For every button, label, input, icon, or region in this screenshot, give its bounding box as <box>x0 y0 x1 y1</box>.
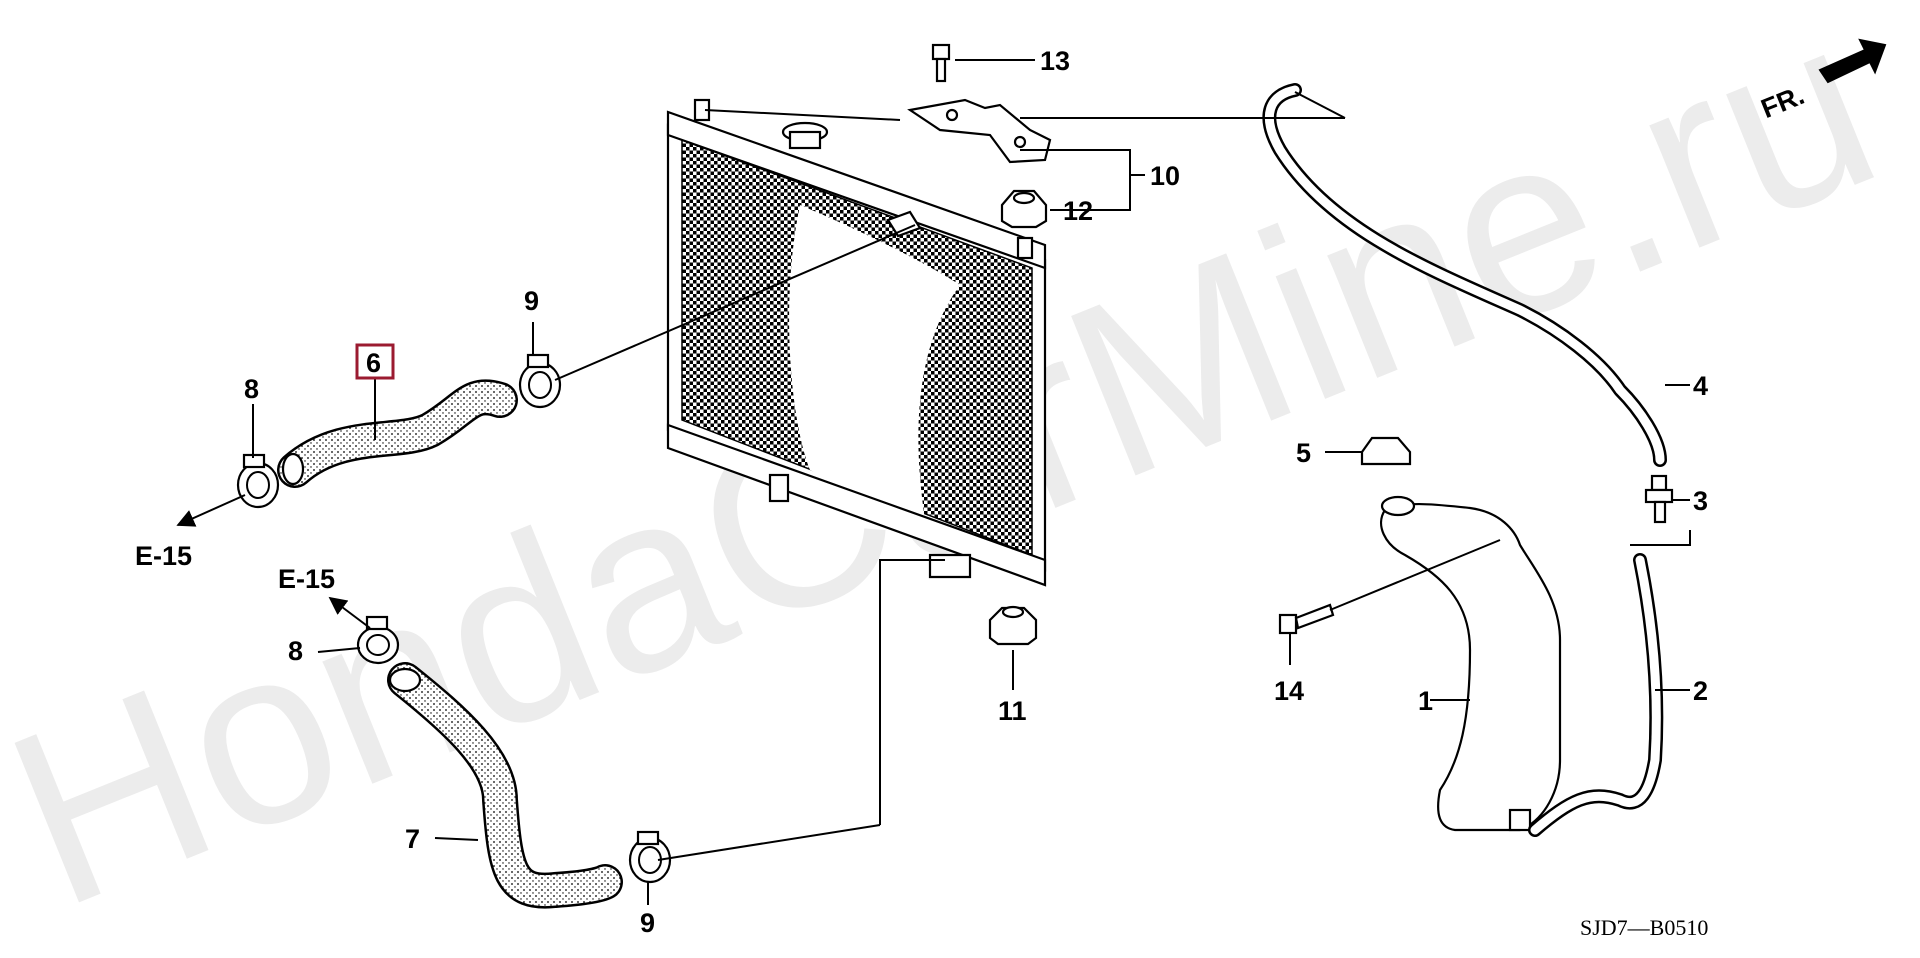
reference-e15-lower[interactable]: E-15 <box>278 564 335 594</box>
callout-10[interactable]: 10 <box>1150 161 1180 191</box>
upper-radiator-hose[interactable] <box>277 379 518 488</box>
cushion-12[interactable] <box>1000 189 1048 229</box>
diagram-code: SJD7—B0510 <box>1580 915 1708 940</box>
callout-11[interactable]: 11 <box>998 696 1027 726</box>
callout-4[interactable]: 4 <box>1693 371 1708 401</box>
lower-radiator-hose[interactable] <box>387 662 623 909</box>
radiator-bracket[interactable] <box>907 98 1052 164</box>
reserve-tank-cap[interactable] <box>1360 436 1412 466</box>
callout-1[interactable]: 1 <box>1418 686 1433 716</box>
reference-e15-upper[interactable]: E-15 <box>135 541 192 571</box>
callout-9-upper[interactable]: 9 <box>524 286 539 316</box>
hose-clamp-8-lower[interactable] <box>356 615 400 665</box>
callout-6[interactable]: 6 <box>366 348 381 378</box>
callout-6-highlight <box>355 343 395 380</box>
callout-8-upper[interactable]: 8 <box>244 374 259 404</box>
callout-12[interactable]: 12 <box>1063 196 1093 226</box>
callouts: 1 2 3 4 5 6 7 8 8 9 9 10 11 12 13 14 <box>244 46 1708 938</box>
overflow-tube-4[interactable] <box>1262 83 1667 467</box>
radiator[interactable] <box>666 98 1047 587</box>
reserve-tank[interactable] <box>1379 495 1562 832</box>
callout-7[interactable]: 7 <box>405 824 420 854</box>
bolt-14[interactable] <box>1278 603 1335 635</box>
callout-8-lower[interactable]: 8 <box>288 636 303 666</box>
hose-clamp-9-lower[interactable] <box>628 830 672 884</box>
callout-13[interactable]: 13 <box>1040 46 1070 76</box>
overflow-tube-2[interactable] <box>1528 553 1664 837</box>
hose-clamp-9-upper[interactable] <box>518 353 562 409</box>
callout-2[interactable]: 2 <box>1693 676 1708 706</box>
connector-3[interactable] <box>1644 474 1674 524</box>
callout-5[interactable]: 5 <box>1296 438 1311 468</box>
leader-lines <box>176 59 1691 905</box>
hose-clamp-8-upper[interactable] <box>236 453 280 509</box>
callout-14[interactable]: 14 <box>1274 676 1304 706</box>
cushion-11[interactable] <box>988 605 1038 646</box>
bolt-13[interactable] <box>931 43 951 83</box>
callout-9-lower[interactable]: 9 <box>640 908 655 938</box>
callout-3[interactable]: 3 <box>1693 486 1708 516</box>
